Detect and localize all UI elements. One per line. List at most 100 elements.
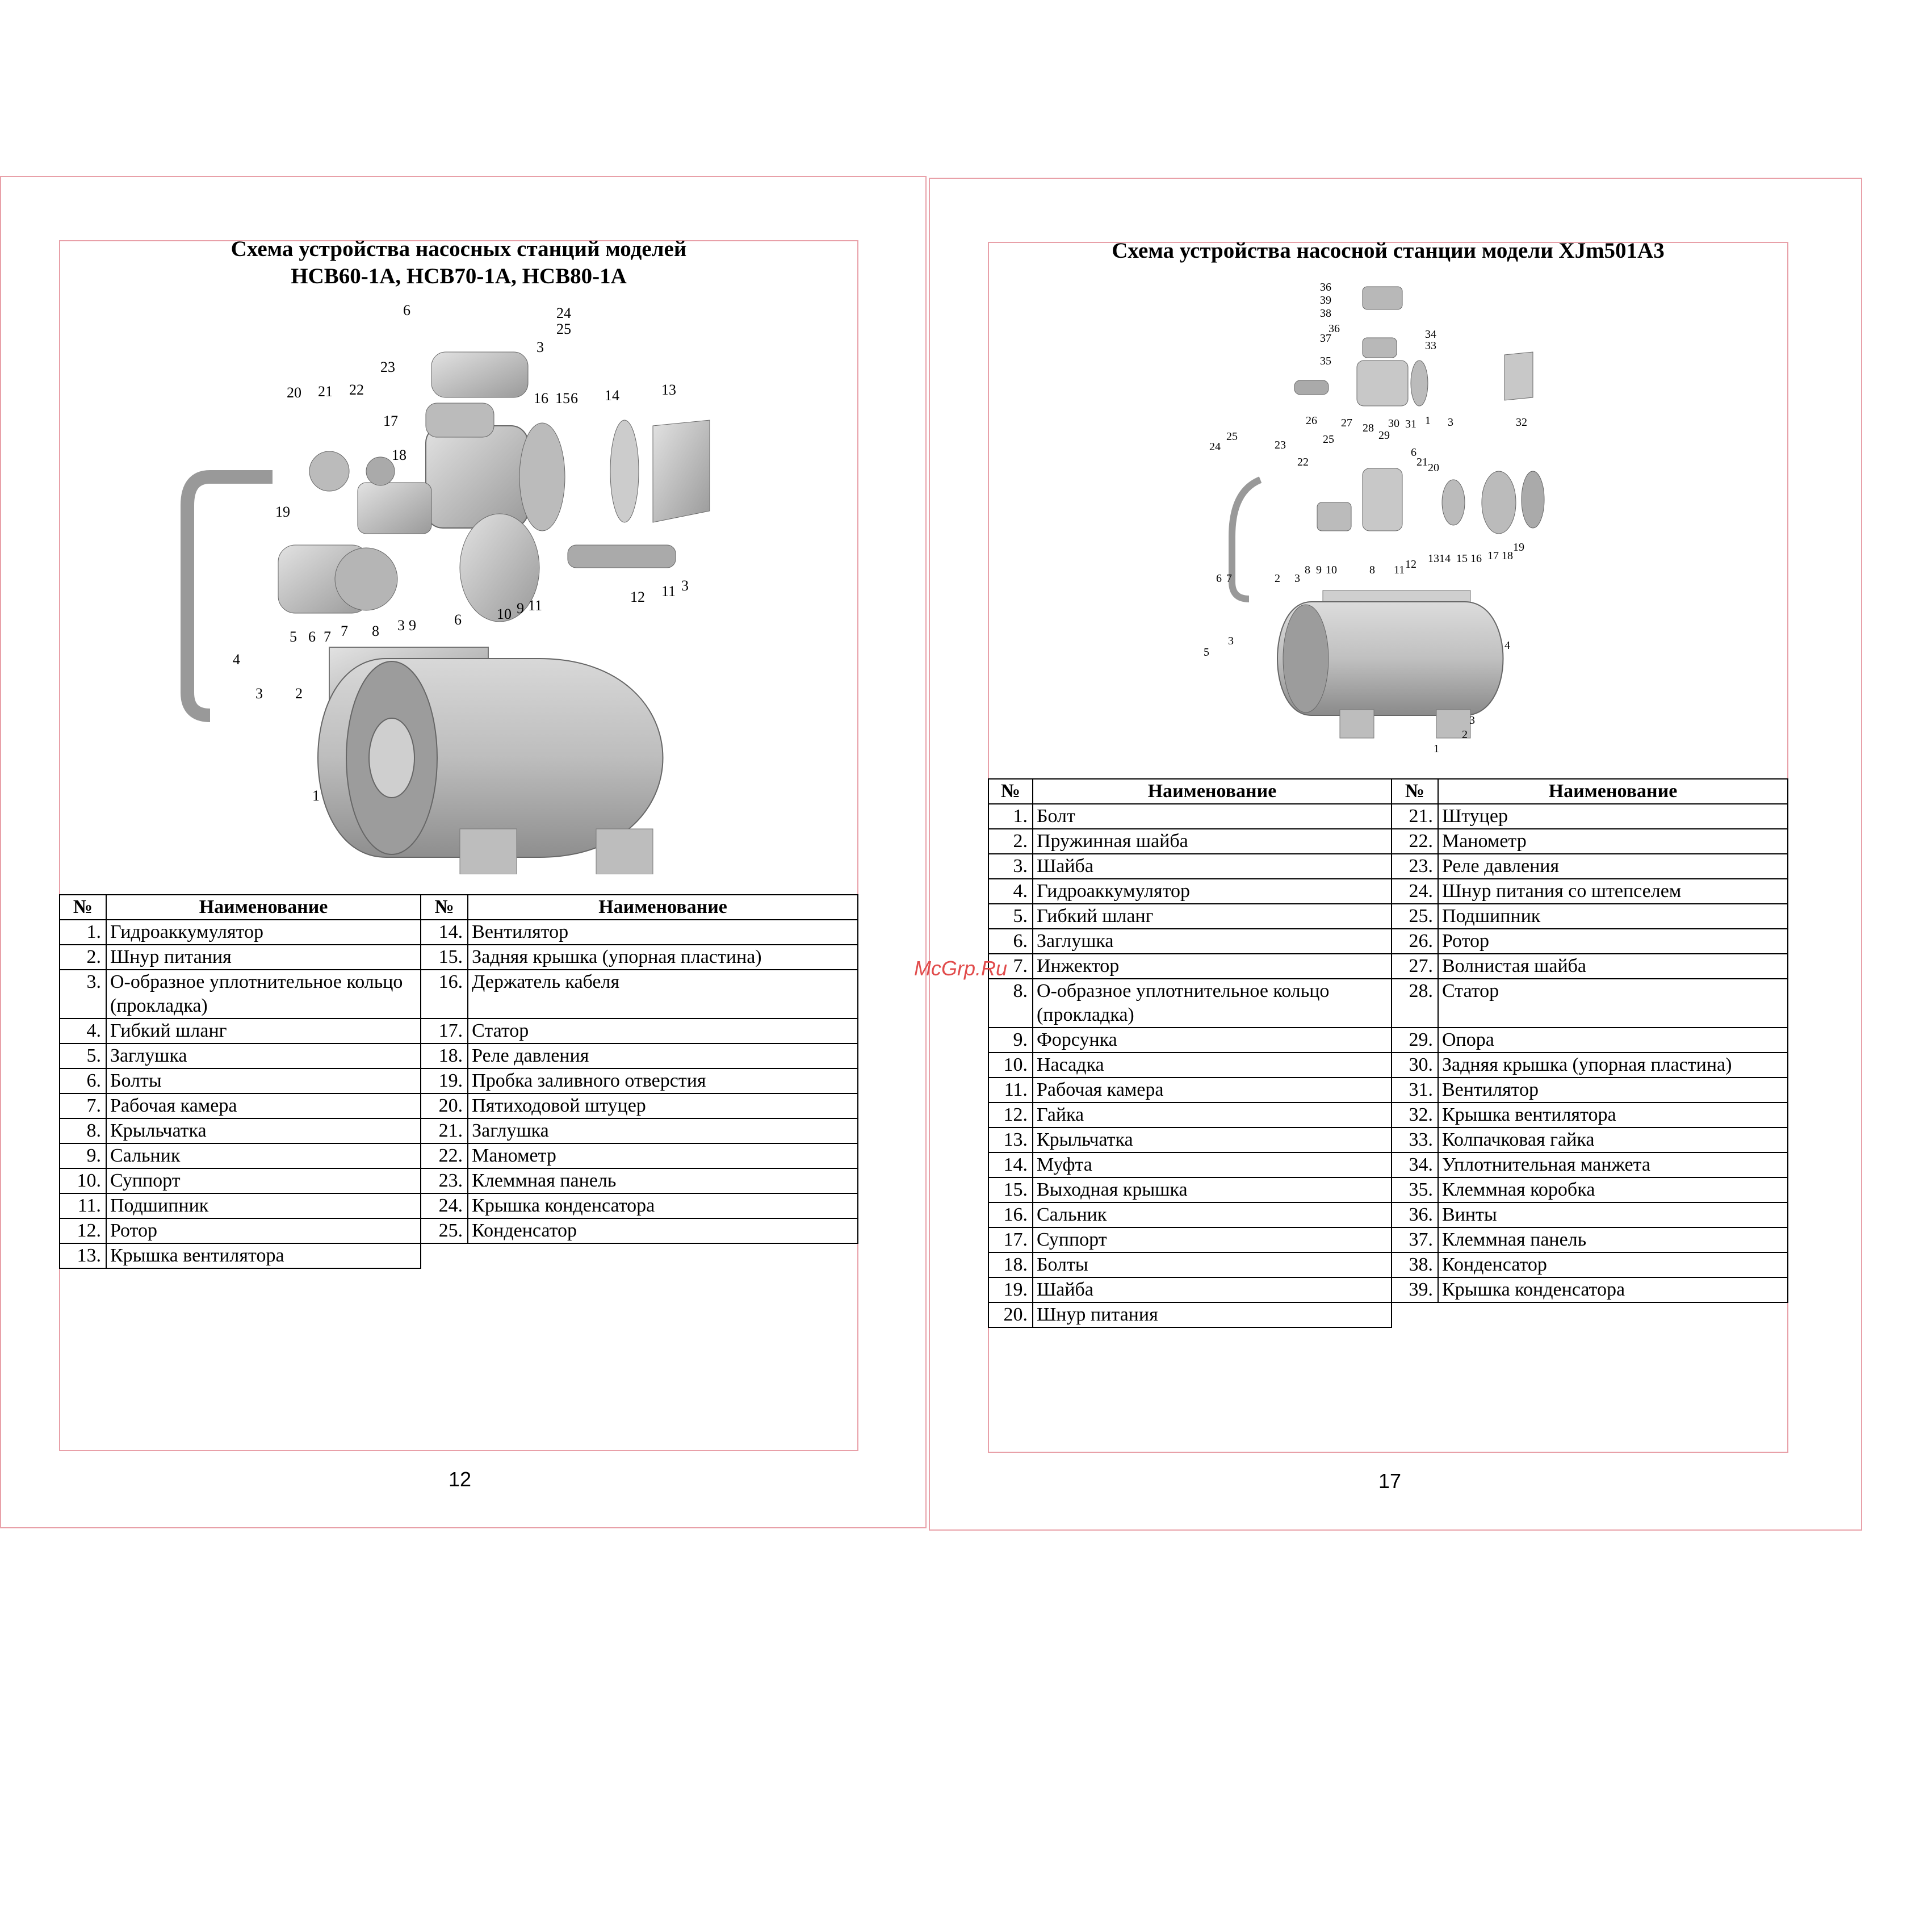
part-number: 3. bbox=[59, 969, 107, 1019]
part-number: 28. bbox=[1391, 978, 1439, 1028]
label-3: 3 bbox=[537, 339, 544, 355]
part-number: 14. bbox=[420, 919, 469, 945]
part-number: 20. bbox=[420, 1093, 469, 1119]
part-number: 12. bbox=[988, 1102, 1033, 1128]
label-13: 13 bbox=[661, 382, 676, 398]
table-row: 20.Шнур питания bbox=[988, 1302, 1788, 1328]
label-7: 7 bbox=[341, 623, 348, 639]
part-number: 22. bbox=[1391, 828, 1439, 854]
part-name: Заглушка bbox=[1032, 928, 1393, 954]
label-10: 10 bbox=[1326, 564, 1337, 576]
left-title: Схема устройства насосных станций моделе… bbox=[59, 236, 858, 290]
part-name: Крышка конденсатора bbox=[1437, 1277, 1789, 1303]
part-name: Пятиходовой штуцер bbox=[467, 1093, 858, 1119]
label-1: 1 bbox=[1434, 743, 1439, 755]
label-8: 8 bbox=[1369, 564, 1375, 576]
part-number: 3. bbox=[988, 853, 1033, 879]
part-name: Подшипник bbox=[105, 1193, 422, 1219]
part-number: 37. bbox=[1391, 1227, 1439, 1253]
part-number: 4. bbox=[59, 1018, 107, 1044]
label-6: 6 bbox=[1411, 446, 1416, 459]
left-diagram-labels: 1 2 3 3 3 3 4 5 6 6 6 6 7 7 8 9 9 10 11 … bbox=[233, 302, 689, 804]
label-7: 7 bbox=[324, 628, 331, 645]
right-diagram-labels: 1 1 2 2 3 3 3 3 4 5 6 6 7 8 8 9 10 11 12… bbox=[1204, 281, 1527, 755]
part-number: 24. bbox=[1391, 878, 1439, 904]
tank-shape bbox=[1277, 590, 1504, 739]
part-number: 4. bbox=[988, 878, 1033, 904]
part-number: 2. bbox=[59, 944, 107, 970]
part-number: 18. bbox=[988, 1252, 1033, 1278]
label-11: 11 bbox=[661, 583, 676, 600]
part-number: 5. bbox=[988, 903, 1033, 929]
part-name: Гайка bbox=[1032, 1102, 1393, 1128]
label-1: 1 bbox=[1425, 414, 1431, 427]
part-name: Реле давления bbox=[1437, 853, 1789, 879]
left-parts-table: № Наименование № Наименование 1.Гидроакк… bbox=[59, 894, 858, 1269]
part-number: 1. bbox=[988, 803, 1033, 829]
label-12: 12 bbox=[630, 589, 645, 605]
motor-shape bbox=[425, 351, 710, 531]
part-name: Статор bbox=[1437, 978, 1789, 1028]
part-number: 27. bbox=[1391, 953, 1439, 979]
label-34: 34 bbox=[1425, 328, 1436, 341]
part-number: 13. bbox=[988, 1127, 1033, 1153]
label-14: 14 bbox=[605, 387, 619, 404]
label-13: 13 bbox=[1428, 552, 1439, 565]
header-no: № bbox=[59, 894, 107, 920]
label-9: 9 bbox=[1316, 564, 1322, 576]
part-number: 32. bbox=[1391, 1102, 1439, 1128]
label-6: 6 bbox=[454, 611, 462, 628]
label-6: 6 bbox=[308, 628, 316, 645]
label-8: 8 bbox=[372, 623, 379, 639]
label-18: 18 bbox=[1502, 550, 1513, 562]
part-number: 7. bbox=[59, 1093, 107, 1119]
label-37: 37 bbox=[1320, 332, 1331, 345]
label-12: 12 bbox=[1405, 558, 1416, 571]
label-6: 6 bbox=[403, 302, 410, 318]
part-name: Гибкий шланг bbox=[1032, 903, 1393, 929]
label-2: 2 bbox=[1275, 572, 1280, 585]
label-6: 6 bbox=[1216, 572, 1222, 585]
part-name: Задняя крышка (упорная пластина) bbox=[467, 944, 858, 970]
part-number: 29. bbox=[1391, 1027, 1439, 1053]
part-name: Сальник bbox=[1032, 1202, 1393, 1228]
part-name: Вентилятор bbox=[467, 919, 858, 945]
part-name: Суппорт bbox=[1032, 1227, 1393, 1253]
part-number: 7. bbox=[988, 953, 1033, 979]
header-name: Наименование bbox=[467, 894, 858, 920]
part-name: Вентилятор bbox=[1437, 1077, 1789, 1103]
part-number: 33. bbox=[1391, 1127, 1439, 1153]
right-page-number: 17 bbox=[1378, 1469, 1402, 1493]
part-name: Шнур питания bbox=[105, 944, 422, 970]
left-exploded-diagram: 1 2 3 3 3 3 4 5 6 6 6 6 7 7 8 9 9 10 11 … bbox=[181, 302, 710, 874]
label-29: 29 bbox=[1378, 429, 1390, 442]
label-25: 25 bbox=[1323, 433, 1334, 446]
part-number: 1. bbox=[59, 919, 107, 945]
part-number: 23. bbox=[420, 1168, 469, 1194]
label-3: 3 bbox=[681, 577, 689, 594]
part-name: Ротор bbox=[105, 1218, 422, 1244]
part-number: 17. bbox=[420, 1018, 469, 1044]
part-number: 25. bbox=[1391, 903, 1439, 929]
part-name: Клеммная панель bbox=[467, 1168, 858, 1194]
part-name: Реле давления bbox=[467, 1043, 858, 1069]
label-38: 38 bbox=[1320, 307, 1331, 320]
part-name: Конденсатор bbox=[1437, 1252, 1789, 1278]
label-4: 4 bbox=[1504, 639, 1510, 652]
part-name: Опора bbox=[1437, 1027, 1789, 1053]
right-exploded-diagram: 1 1 2 2 3 3 3 3 4 5 6 6 7 8 8 9 10 11 12… bbox=[1204, 281, 1545, 755]
tank-shape bbox=[317, 647, 664, 874]
header-name: Наименование bbox=[1437, 778, 1789, 804]
empty-cell bbox=[1438, 1302, 1788, 1327]
empty-cell bbox=[421, 1243, 468, 1268]
part-number: 15. bbox=[988, 1177, 1033, 1203]
label-9: 9 bbox=[409, 617, 416, 634]
